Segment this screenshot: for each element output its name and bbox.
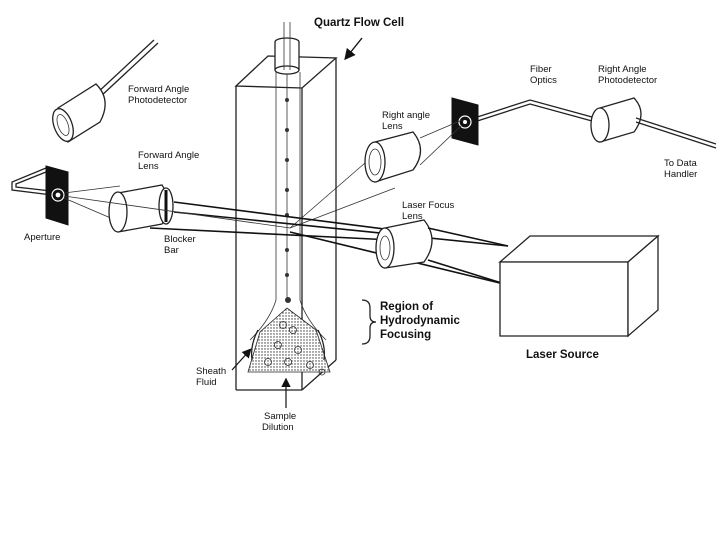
label-right-angle-photodetector: Right Angle Photodetector: [598, 64, 657, 86]
fiber-optic-cable: [467, 99, 593, 125]
label-aperture: Aperture: [24, 232, 60, 243]
label-laser-source: Laser Source: [526, 349, 599, 361]
label-sample-dilution: Sample Dilution: [262, 411, 299, 433]
hydrodynamic-focusing-region: [247, 307, 331, 376]
region-brace: [361, 299, 377, 345]
forward-angle-lens: [108, 184, 174, 233]
sheath-fluid-arrow: [231, 348, 252, 371]
laser-focus-lens: [375, 219, 509, 286]
label-right-angle-lens: Right angle Lens: [382, 110, 433, 132]
laser-source: [498, 234, 660, 338]
forward-angle-photodetector: [52, 39, 159, 144]
label-quartz-flow-cell: Quartz Flow Cell: [314, 17, 404, 29]
flow-cell-pointer-arrow: [344, 37, 363, 61]
label-laser-focus-lens: Laser Focus Lens: [402, 200, 457, 222]
forward-aperture-plate: [45, 165, 69, 226]
right-angle-aperture-plate: [451, 97, 479, 146]
right-angle-photodetector: [590, 97, 717, 149]
label-to-data-handler: To Data Handler: [664, 158, 699, 180]
right-angle-lens: [364, 131, 422, 183]
label-forward-angle-photodetector: Forward Angle Photodetector: [128, 84, 192, 106]
laser-beams: [63, 195, 509, 286]
label-sheath-fluid: Sheath Fluid: [196, 366, 229, 388]
forward-fiber: [11, 167, 61, 197]
label-region-of-focusing: Region of Hydrodynamic Focusing: [380, 301, 463, 341]
label-blocker-bar: Blocker Bar: [164, 234, 198, 256]
particle-stream: [285, 98, 291, 303]
label-forward-angle-lens: Forward Angle Lens: [138, 150, 202, 172]
label-fiber-optics: Fiber Optics: [530, 64, 557, 86]
